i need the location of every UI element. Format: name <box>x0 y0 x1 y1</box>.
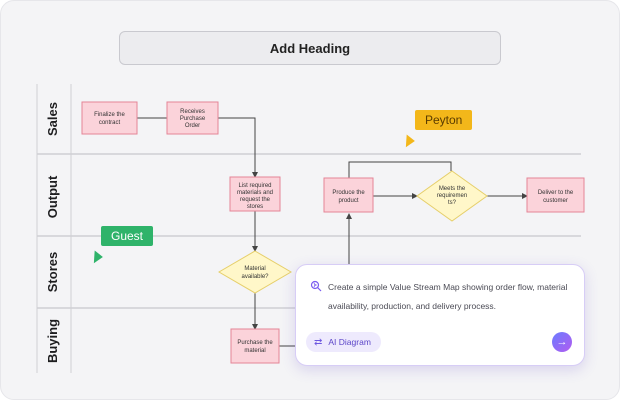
node-purchase-material-line-1: Purchase the <box>237 340 273 346</box>
node-meets-requirements-line-3: ts? <box>448 200 457 206</box>
edge-meets-loop <box>348 161 452 178</box>
node-deliver-line-1: Deliver to the <box>538 190 574 196</box>
node-list-required-line-3: request the <box>240 197 271 203</box>
node-deliver-line-2: customer <box>543 198 568 204</box>
ai-prompt-panel: Create a simple Value Stream Map showing… <box>295 264 585 366</box>
node-meets-requirements-line-1: Meets the <box>439 186 466 192</box>
node-produce-line-1: Produce the <box>332 190 365 196</box>
collaborator-tag-guest: Guest <box>101 226 154 246</box>
node-purchase-material[interactable]: Purchase the material <box>230 328 280 364</box>
node-finalize-line-2: contract <box>99 120 121 126</box>
node-list-required-line-2: materials and <box>237 190 273 196</box>
shuffle-arrows-icon: ⇄ <box>314 336 323 348</box>
node-purchase-material-line-2: material <box>244 348 265 354</box>
node-list-required-line-1: List required <box>238 183 271 189</box>
ai-prompt-text[interactable]: Create a simple Value Stream Map showing… <box>328 282 568 311</box>
node-list-required[interactable]: List required materials and request the … <box>229 176 281 212</box>
node-receives-line-2: Purchase <box>180 116 206 122</box>
node-produce-line-2: product <box>338 198 358 204</box>
edge-receives-list <box>218 117 258 178</box>
node-finalize-line-1: Finalize the <box>94 112 125 118</box>
node-receives-line-1: Receives <box>180 109 205 115</box>
node-meets-requirements-line-2: requiremen <box>437 193 467 199</box>
ai-diagram-chip[interactable]: ⇄ AI Diagram <box>306 332 381 352</box>
node-produce[interactable]: Produce the product <box>323 177 374 213</box>
diagram-heading[interactable]: Add Heading <box>119 31 501 65</box>
node-receives-line-3: Order <box>185 123 200 129</box>
node-material-available-line-2: available? <box>241 274 269 280</box>
node-finalize[interactable]: Finalize the contract <box>81 101 138 135</box>
lane-label-output: Output <box>45 175 60 218</box>
node-material-available[interactable]: Material available? <box>218 250 292 294</box>
node-receives[interactable]: Receives Purchase Order <box>166 101 219 135</box>
node-deliver[interactable]: Deliver to the customer <box>526 177 585 213</box>
send-button[interactable]: → <box>552 332 572 352</box>
lane-label-buying: Buying <box>45 319 60 363</box>
node-meets-requirements[interactable]: Meets the requiremen ts? <box>416 170 488 222</box>
lane-label-stores: Stores <box>45 252 60 292</box>
collaborator-tag-peyton: Peyton <box>415 110 473 130</box>
arrow-right-icon: → <box>556 336 568 348</box>
node-material-available-line-1: Material <box>244 266 265 272</box>
lane-label-sales: Sales <box>45 102 60 136</box>
sparkle-search-icon <box>310 280 322 292</box>
ai-diagram-chip-label: AI Diagram <box>328 337 371 347</box>
node-list-required-line-4: stores <box>247 204 263 210</box>
